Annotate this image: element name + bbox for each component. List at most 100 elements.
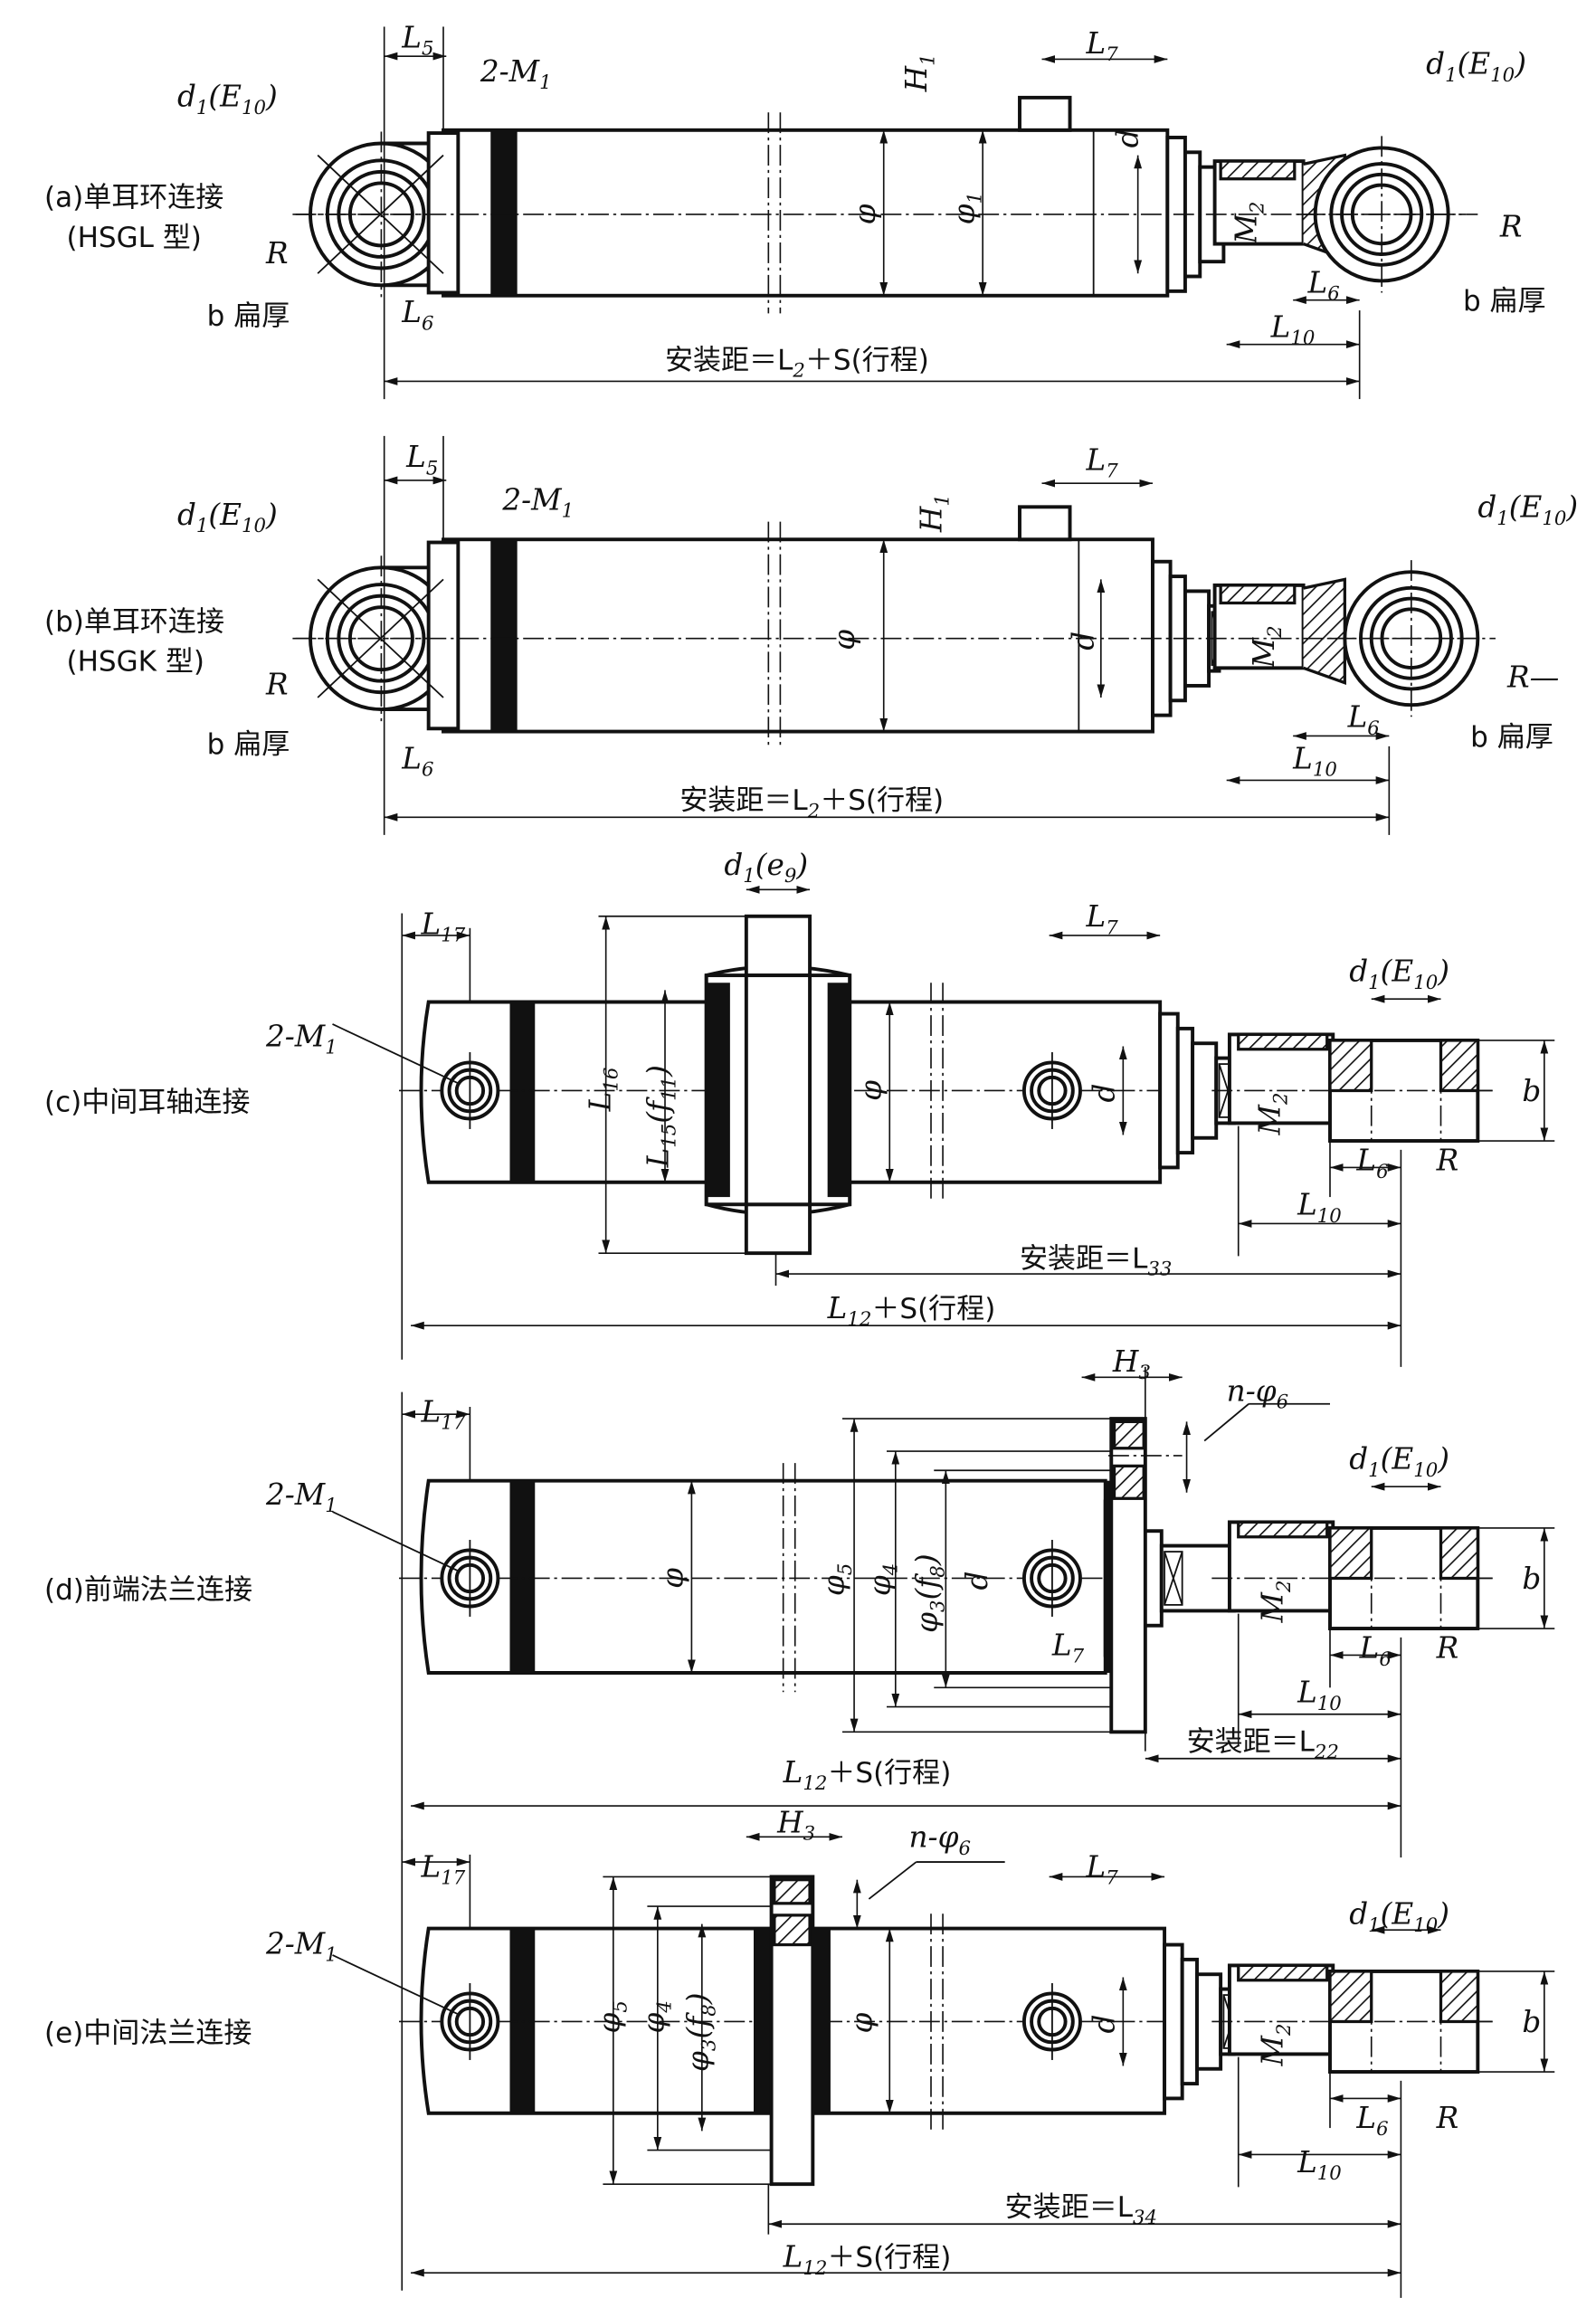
label-text: ): [641, 1065, 675, 1078]
label-text: n-φ: [909, 1820, 959, 1855]
label-d: d: [1067, 631, 1101, 650]
label-l10: L10: [1297, 1188, 1342, 1228]
clevis-section: [1439, 1970, 1479, 2024]
label-l6-left: L6: [401, 295, 433, 335]
label-d: d: [1111, 129, 1145, 148]
leader: [332, 1023, 459, 1085]
clevis-section: [1439, 1526, 1479, 1581]
label-subscript: 1: [325, 1037, 337, 1059]
label-text: 2-M: [265, 1477, 327, 1512]
weld-band: [509, 1002, 536, 1182]
weld-band: [490, 129, 518, 296]
label-b: b: [1522, 1562, 1541, 1596]
label-text: 2-M: [265, 1926, 327, 1961]
label-subscript: 2: [792, 360, 805, 383]
label-phi: φ: [848, 204, 882, 224]
label-subscript: 1: [1445, 64, 1458, 87]
label-text: L: [1347, 700, 1368, 735]
weld-band: [490, 539, 518, 732]
label-text: d: [177, 498, 196, 532]
label-text: M: [1229, 213, 1263, 245]
label-text: (f: [641, 1097, 675, 1124]
label-text: ＋S(行程): [805, 344, 929, 376]
label-d1-right: d1(E10): [1477, 490, 1578, 530]
label-m1: 2-M1: [501, 483, 574, 523]
weld-band: [509, 1480, 536, 1674]
label-nphi6: n-φ6: [909, 1820, 971, 1860]
label-text: R: [1436, 1631, 1459, 1666]
label-l10: L10: [1270, 309, 1316, 349]
weld-band: [827, 983, 851, 1198]
label-phi4: φ4: [862, 1563, 902, 1596]
label-b: b: [1522, 2005, 1541, 2039]
label-text: b 扁厚: [207, 299, 290, 332]
label-subscript: 12: [803, 1772, 827, 1795]
label-text: ): [1565, 490, 1578, 525]
label-text: d: [960, 1572, 994, 1591]
label-text: L: [783, 2240, 803, 2274]
label-b-right: b 扁厚: [1463, 285, 1546, 318]
flange-section: [773, 1913, 812, 1947]
label-text: L: [1307, 265, 1328, 299]
label-phi: φ: [656, 1568, 690, 1589]
label-total: L12＋S(行程): [783, 1755, 952, 1795]
label-install: 安装距＝L2＋S(行程): [679, 784, 944, 822]
label-subscript: 7: [1106, 1867, 1118, 1890]
label-phi5: φ5: [817, 1563, 857, 1596]
label-text: L: [1297, 1188, 1317, 1222]
label-l6-right: L6: [1307, 265, 1340, 305]
label-text: H: [1112, 1344, 1139, 1379]
label-text: M: [1256, 2034, 1290, 2066]
rod-wrench-flats: [1164, 1551, 1183, 1606]
label-subscript: 6: [1367, 717, 1380, 740]
label-l17: L17: [421, 907, 466, 946]
label-d1-left: d1(E10): [177, 498, 278, 537]
section-b: (b)单耳环连接(HSGK 型)d1(E10)Rb 扁厚L52-M1L6H1L7…: [44, 435, 1578, 835]
label-text: φ: [946, 204, 981, 224]
label-l6: L6: [1355, 2101, 1388, 2141]
label-subscript: 1: [1368, 1914, 1381, 1937]
label-m2: M2: [1229, 202, 1268, 245]
label-r-left: R: [265, 668, 289, 702]
label-d1e10: d1(E10): [1349, 1442, 1449, 1482]
label-text: L: [421, 907, 442, 941]
label-subscript: 1: [1368, 972, 1381, 994]
label-text: 安装距＝L: [665, 344, 793, 376]
label-text: φ: [680, 2051, 715, 2072]
cylinder-barrel: [419, 1478, 1107, 1675]
label-subscript: 17: [441, 1867, 465, 1890]
label-text: φ: [848, 204, 882, 224]
gland-step: [1195, 1972, 1223, 2071]
label-text: L: [1270, 309, 1291, 344]
label-text: φ: [817, 1575, 851, 1596]
label-subscript: 10: [1413, 1459, 1438, 1482]
label-subscript: 1: [539, 71, 552, 94]
label-l16: L16: [584, 1068, 623, 1113]
label-text: L: [1086, 442, 1107, 477]
label-text: M: [1247, 636, 1281, 669]
label-subscript: 7: [1106, 461, 1118, 483]
label-text: φ: [827, 630, 861, 650]
label-subscript: 10: [242, 97, 266, 119]
label-subscript: 4: [654, 2000, 677, 2014]
label-text: d: [177, 80, 196, 114]
label-subscript: 6: [1327, 283, 1340, 306]
label-subscript: 15: [658, 1124, 680, 1148]
label-text: R: [1499, 209, 1523, 243]
rod-eye-neck: [1303, 577, 1346, 686]
rod-end-section: [1219, 584, 1297, 605]
wrench-flat-mark: [1164, 1551, 1183, 1606]
label-subscript: 2: [1247, 202, 1269, 215]
label-text: (E: [1458, 47, 1491, 81]
label-text: 安装距＝L: [1005, 2191, 1134, 2224]
label-text: φ: [636, 2013, 670, 2034]
label-l10: L10: [1297, 2145, 1342, 2185]
label-l5: L5: [401, 20, 433, 60]
label-text: L: [421, 1394, 442, 1429]
label-text: R: [1436, 2101, 1459, 2135]
label-text: H: [914, 506, 948, 533]
label-subscript: 6: [422, 312, 434, 335]
label-text: L: [401, 741, 422, 775]
section-caption: (d)前端法兰连接: [44, 1573, 252, 1606]
